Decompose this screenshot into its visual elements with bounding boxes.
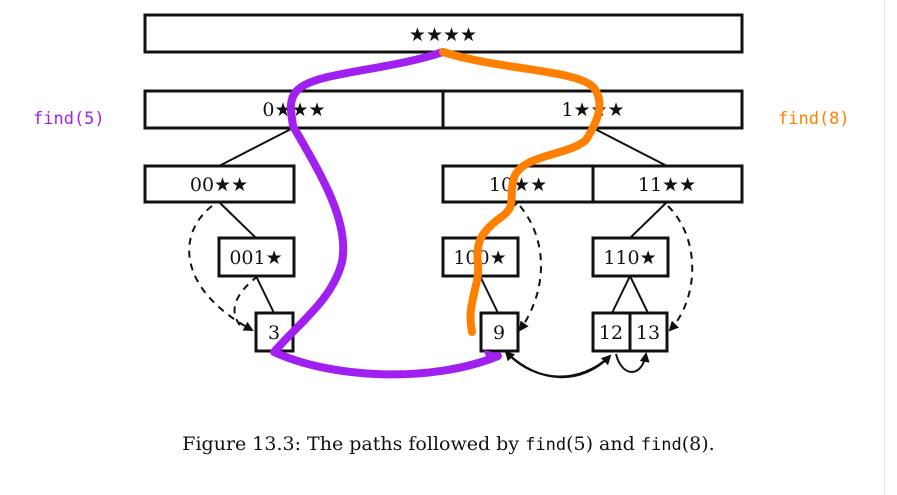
tree-edges <box>218 127 668 314</box>
caption-suffix: . <box>708 433 715 455</box>
caption-code-1: find <box>525 435 567 455</box>
caption-prefix: Figure 13.3: The paths followed by <box>182 433 526 455</box>
leaf-13-label: 13 <box>636 322 660 344</box>
node-110 <box>591 236 670 278</box>
root-node <box>143 13 744 54</box>
find5-path <box>270 48 502 379</box>
root-label: ★★★★ <box>409 24 477 46</box>
find5-arrowhead <box>484 350 500 364</box>
node-11 <box>591 164 744 204</box>
leaf-12-label: 12 <box>599 322 623 344</box>
find8-label: find(8) <box>778 109 850 129</box>
leaf-9-label: 9 <box>493 322 505 344</box>
node-001 <box>217 236 296 278</box>
node-001-label: 001★ <box>229 247 282 269</box>
find5-label: find(5) <box>33 109 105 129</box>
node-11-label: 11★★ <box>638 174 696 196</box>
caption-code-2: find <box>640 435 682 455</box>
leaf-9 <box>479 311 520 353</box>
caption-mid: and <box>592 433 641 455</box>
node-00 <box>143 164 296 204</box>
caption-arg-2: (8) <box>681 433 709 455</box>
node-1-label: 1★★★ <box>561 99 624 121</box>
leaf-list-arrows <box>504 350 650 379</box>
page-edge <box>884 0 885 495</box>
node-10-label: 10★★ <box>489 174 547 196</box>
node-00-label: 00★★ <box>190 174 248 196</box>
figure-caption: Figure 13.3: The paths followed by find(… <box>0 433 897 455</box>
jump-pointers <box>188 205 694 332</box>
node-110-label: 110★ <box>603 247 656 269</box>
caption-arg-1: (5) <box>566 433 593 455</box>
leaf-3-label: 3 <box>268 322 280 344</box>
leaf-12 <box>591 311 632 353</box>
leaf-13 <box>628 311 669 353</box>
find8-path <box>439 48 604 336</box>
